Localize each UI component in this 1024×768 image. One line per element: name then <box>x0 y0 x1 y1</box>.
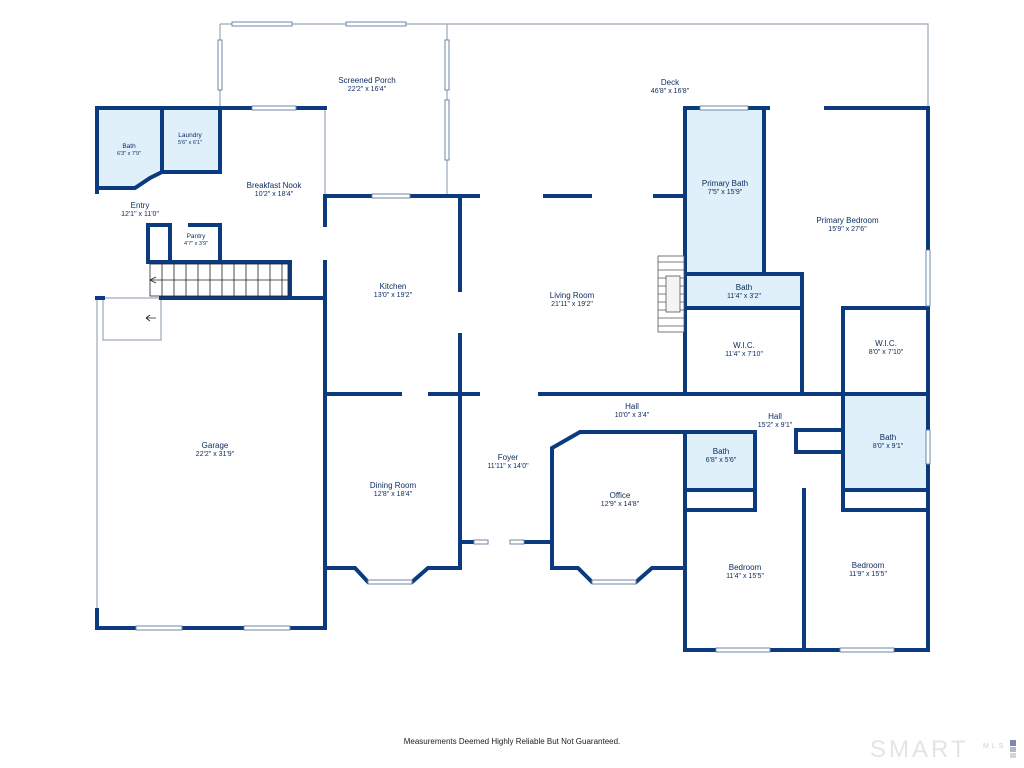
room-label-wic-left: W.I.C. 11'4" x 7'10" <box>714 341 774 360</box>
room-label-laundry: Laundry 5'6" x 6'1" <box>165 132 215 147</box>
room-dims: 12'1" x 11'0" <box>121 211 159 218</box>
room-dims: 10'0" x 3'4" <box>614 412 650 419</box>
room-label-living-room: Living Room 21'11" x 19'2" <box>532 291 612 310</box>
room-label-kitchen: Kitchen 13'0" x 19'2" <box>353 282 433 301</box>
brand-mark-icon <box>1010 740 1016 758</box>
disclaimer-text: Measurements Deemed Highly Reliable But … <box>403 737 621 746</box>
bath-upper-left-fill <box>97 108 162 188</box>
room-label-bath-mid: Bath 6'8" x 5'6" <box>691 447 751 466</box>
room-dims: 46'8" x 16'8" <box>650 88 690 95</box>
room-name: Bedroom <box>851 561 885 570</box>
room-name: Deck <box>660 78 680 87</box>
room-dims: 11'4" x 3'2" <box>727 293 761 300</box>
room-label-breakfast-nook: Breakfast Nook 10'2" x 18'4" <box>230 181 318 200</box>
room-label-primary-bedroom: Primary Bedroom 15'9" x 27'6" <box>800 216 895 235</box>
room-label-hall-right: Hall 15'2" x 9'1" <box>745 412 805 431</box>
bath-fills <box>97 108 927 490</box>
room-dims: 11'11" x 14'0" <box>487 463 529 470</box>
room-dims: 12'8" x 18'4" <box>373 491 413 498</box>
room-name: Primary Bath <box>701 179 749 188</box>
room-name: Bath <box>122 143 136 150</box>
room-name: Bedroom <box>728 563 762 572</box>
room-dims: 22'2" x 31'9" <box>195 451 235 458</box>
room-dims: 6'3" x 7'9" <box>116 151 142 158</box>
bath-primary-small-fill <box>685 274 802 308</box>
room-name: Pantry <box>186 233 206 240</box>
room-name: Hall <box>768 412 782 421</box>
room-label-bath-upper-left: Bath 6'3" x 7'9" <box>104 143 154 158</box>
room-dims: 11'9" x 15'5" <box>849 571 887 578</box>
room-name: Laundry <box>178 132 202 139</box>
bath-right-fill <box>843 394 927 490</box>
room-name: Kitchen <box>379 282 407 291</box>
room-dims: 12'9" x 14'8" <box>600 501 640 508</box>
room-dims: 10'2" x 18'4" <box>254 191 294 198</box>
windows <box>135 21 931 653</box>
room-dims: 4'7" x 3'9" <box>183 241 209 248</box>
room-dims: 11'4" x 15'5" <box>726 573 764 580</box>
room-dims: 11'4" x 7'10" <box>725 351 763 358</box>
room-name: Living Room <box>549 291 595 300</box>
room-dims: 7'5" x 15'9" <box>707 189 743 196</box>
room-name: Breakfast Nook <box>246 181 302 190</box>
room-dims: 21'11" x 19'2" <box>551 301 593 308</box>
room-label-wic-right: W.I.C. 8'0" x 7'10" <box>856 339 916 358</box>
stairs <box>145 263 289 322</box>
laundry-fill <box>162 108 220 172</box>
room-label-bedroom-left: Bedroom 11'4" x 15'5" <box>715 563 775 582</box>
room-dims: 13'0" x 19'2" <box>373 292 413 299</box>
room-label-hall-left: Hall 10'0" x 3'4" <box>602 402 662 421</box>
room-label-office: Office 12'9" x 14'8" <box>590 491 650 510</box>
primary-bath-fill <box>685 108 764 274</box>
room-dims: 8'0" x 9'1" <box>872 443 904 450</box>
room-name: Hall <box>625 402 639 411</box>
room-label-screened-porch: Screened Porch 22'2" x 16'4" <box>312 76 422 95</box>
brand-logo-sub: MLS <box>983 743 1007 750</box>
room-name: Office <box>609 491 631 500</box>
room-name: W.I.C. <box>875 339 897 348</box>
room-label-bath-right: Bath 8'0" x 9'1" <box>858 433 918 452</box>
room-label-entry: Entry 12'1" x 11'0" <box>110 201 170 220</box>
room-label-deck: Deck 46'8" x 16'8" <box>630 78 710 97</box>
room-label-garage: Garage 22'2" x 31'9" <box>180 441 250 460</box>
room-name: Bath <box>735 283 753 292</box>
fireplace <box>657 255 685 333</box>
room-dims: 6'8" x 5'6" <box>705 457 737 464</box>
room-dims: 15'9" x 27'6" <box>828 226 867 233</box>
room-name: Screened Porch <box>338 76 396 85</box>
room-name: Garage <box>201 441 229 450</box>
room-label-bedroom-right: Bedroom 11'9" x 15'5" <box>838 561 898 580</box>
walls <box>95 106 930 652</box>
room-name: Entry <box>130 201 150 210</box>
room-dims: 5'6" x 6'1" <box>177 140 203 147</box>
room-name: Bath <box>712 447 730 456</box>
room-dims: 15'2" x 9'1" <box>757 422 793 429</box>
room-dims: 22'2" x 16'4" <box>347 86 387 93</box>
room-dims: 8'0" x 7'10" <box>868 349 904 356</box>
room-label-foyer: Foyer 11'11" x 14'0" <box>478 453 538 472</box>
room-name: Bath <box>879 433 897 442</box>
room-label-pantry: Pantry 4'7" x 3'9" <box>175 233 217 248</box>
room-name: Dining Room <box>369 481 417 490</box>
bath-mid-fill <box>685 432 755 490</box>
room-name: Primary Bedroom <box>816 216 879 225</box>
room-label-dining-room: Dining Room 12'8" x 18'4" <box>355 481 431 500</box>
brand-logo: SMART <box>870 736 969 763</box>
room-label-bath-primary-small: Bath 11'4" x 3'2" <box>714 283 774 302</box>
room-name: Foyer <box>497 453 519 462</box>
room-label-primary-bath: Primary Bath 7'5" x 15'9" <box>690 179 760 198</box>
room-name: W.I.C. <box>733 341 755 350</box>
